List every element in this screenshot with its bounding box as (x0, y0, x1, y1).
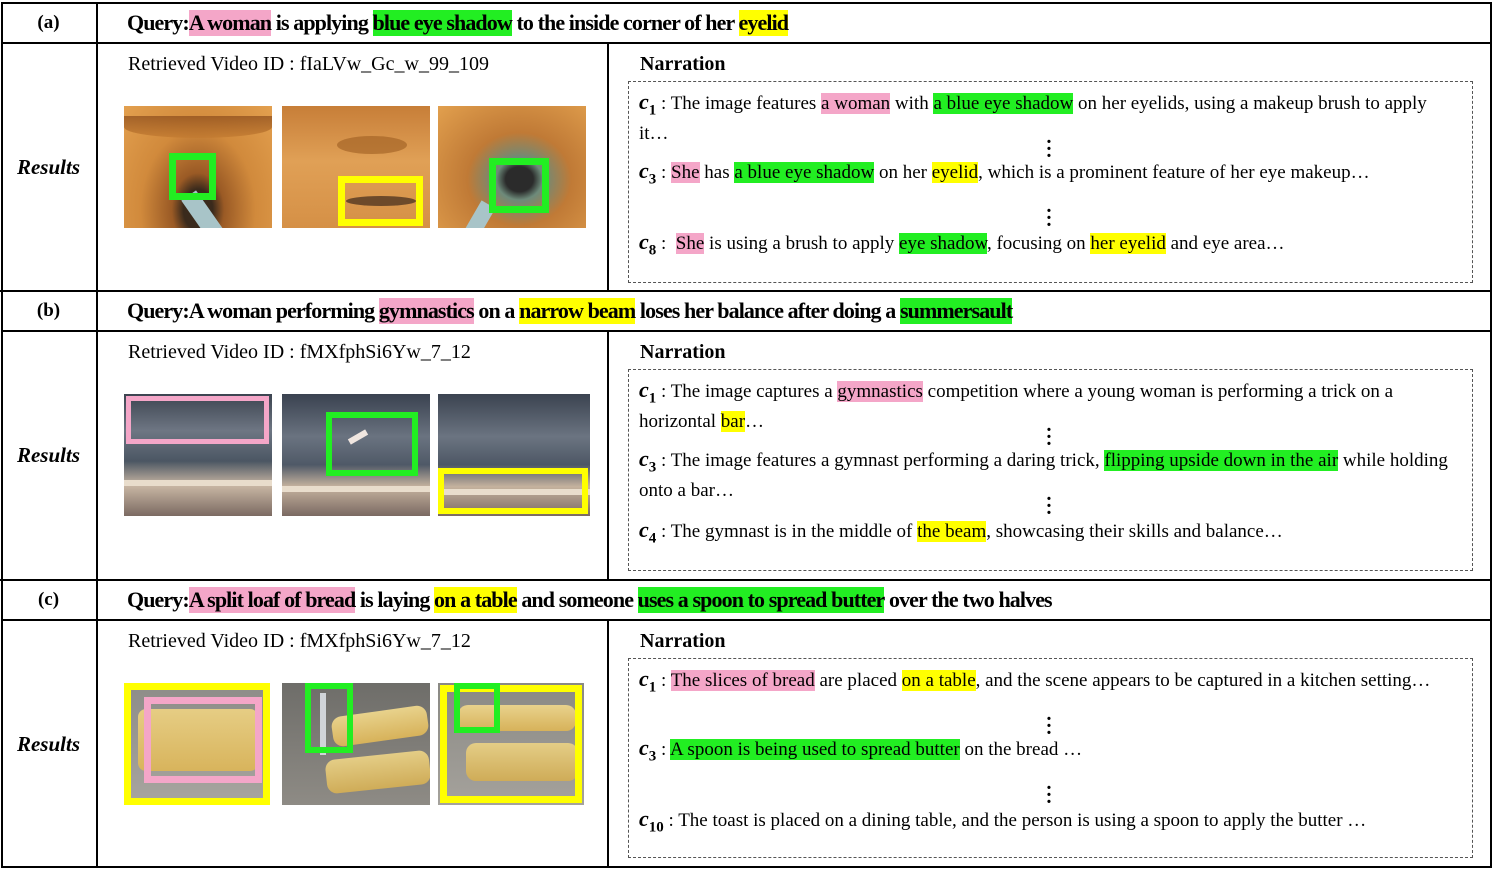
query-highlight-yellow: narrow beam (519, 298, 636, 324)
query-text: Query: A woman is applying blue eye shad… (127, 10, 789, 36)
section-label: (a) (1, 4, 98, 42)
caption-line: c4 : The gymnast is in the middle of the… (639, 517, 1283, 547)
narration-title: Narration (640, 341, 726, 363)
caption-line: c3 : She has a blue eye shadow on her ey… (639, 158, 1370, 188)
query-highlight-green: uses a spoon to spread butter (637, 587, 885, 613)
narration-title: Narration (640, 630, 726, 652)
query-row-b: (b) Query: A woman performing gymnastics… (1, 292, 1492, 332)
video-column: Retrieved Video ID : fMXfphSi6Yw_7_12 (98, 621, 609, 867)
section-divider (0, 290, 1491, 292)
green-bbox (169, 153, 216, 200)
video-frame-2 (282, 394, 430, 516)
narration-column: Narration c1 : The slices of bread are p… (609, 621, 1492, 867)
green-bbox (489, 158, 549, 213)
query-highlight-pink: gymnastics (378, 298, 475, 324)
query-text: Query: A woman performing gymnastics on … (127, 298, 1013, 324)
query-highlight-yellow: eyelid (738, 10, 789, 36)
results-label: Results (1, 44, 98, 290)
video-id: Retrieved Video ID : fIaLVw_Gc_w_99_109 (128, 53, 489, 75)
narration-column: Narration c1 : The image features a woma… (609, 44, 1492, 290)
video-column: Retrieved Video ID : fIaLVw_Gc_w_99_109 (98, 44, 609, 290)
results-row-a: Results Retrieved Video ID : fIaLVw_Gc_w… (1, 44, 1492, 290)
query-row-c: (c) Query: A split loaf of bread is layi… (1, 581, 1492, 621)
query-highlight-pink: A split loaf of bread (188, 587, 356, 613)
narration-box: c1 : The image captures a gymnastics com… (628, 369, 1473, 571)
video-id: Retrieved Video ID : fMXfphSi6Yw_7_12 (128, 630, 471, 652)
results-label: Results (1, 332, 98, 579)
yellow-bbox (338, 176, 423, 226)
vertical-ellipsis-icon: ··· (1045, 131, 1053, 167)
video-id: Retrieved Video ID : fMXfphSi6Yw_7_12 (128, 341, 471, 363)
video-frame-2 (282, 106, 430, 228)
vertical-ellipsis-icon: ··· (1045, 200, 1053, 236)
narration-box: c1 : The slices of bread are placed on a… (628, 658, 1473, 858)
vertical-ellipsis-icon: ··· (1045, 708, 1053, 744)
video-frame-3 (438, 394, 590, 516)
results-label: Results (1, 621, 98, 867)
green-bbox (454, 683, 500, 733)
caption-line: c1 : The image captures a gymnastics com… (639, 377, 1394, 433)
green-bbox (305, 683, 353, 753)
caption-line: c3 : A spoon is being used to spread but… (639, 735, 1083, 765)
video-frame-3 (438, 106, 586, 228)
results-row-b: Results Retrieved Video ID : fMXfphSi6Yw… (1, 332, 1492, 579)
section-divider (0, 579, 1491, 581)
video-column: Retrieved Video ID : fMXfphSi6Yw_7_12 (98, 332, 609, 579)
caption-line: c1 : The image features a woman with a b… (639, 89, 1427, 145)
caption-line: c8 : She is using a brush to apply eye s… (639, 229, 1285, 259)
caption-line: c3 : The image features a gymnast perfor… (639, 446, 1448, 502)
video-frame-3 (438, 683, 584, 805)
narration-title: Narration (640, 53, 726, 75)
section-b: (b) Query: A woman performing gymnastics… (1, 292, 1492, 579)
yellow-bbox (440, 685, 582, 803)
vertical-ellipsis-icon: ··· (1045, 777, 1053, 813)
query-highlight-green: blue eye shadow (372, 10, 513, 36)
query-highlight-pink: A woman (188, 10, 272, 36)
video-frame-2 (282, 683, 430, 805)
green-bbox (326, 412, 418, 476)
yellow-bbox (124, 683, 270, 805)
narration-column: Narration c1 : The image captures a gymn… (609, 332, 1492, 579)
video-frame-1 (124, 394, 272, 516)
vertical-ellipsis-icon: ··· (1045, 488, 1053, 524)
yellow-bbox (438, 468, 588, 514)
query-highlight-yellow: on a table (434, 587, 518, 613)
section-label: (b) (1, 292, 98, 330)
narration-box: c1 : The image features a woman with a b… (628, 81, 1473, 283)
query-highlight-green: summersault (899, 298, 1013, 324)
query-row-a: (a) Query: A woman is applying blue eye … (1, 4, 1492, 44)
section-a: (a) Query: A woman is applying blue eye … (1, 4, 1492, 290)
results-row-c: Results Retrieved Video ID : fMXfphSi6Yw… (1, 621, 1492, 867)
video-frame-1 (124, 106, 272, 228)
video-frame-1 (124, 683, 270, 805)
section-label: (c) (1, 581, 98, 619)
query-text: Query: A split loaf of bread is laying o… (127, 587, 1053, 613)
caption-line: c10 : The toast is placed on a dining ta… (639, 806, 1367, 836)
section-c: (c) Query: A split loaf of bread is layi… (1, 581, 1492, 867)
pink-bbox (144, 697, 262, 783)
pink-bbox (126, 396, 269, 444)
vertical-ellipsis-icon: ··· (1045, 419, 1053, 455)
caption-line: c1 : The slices of bread are placed on a… (639, 666, 1431, 696)
